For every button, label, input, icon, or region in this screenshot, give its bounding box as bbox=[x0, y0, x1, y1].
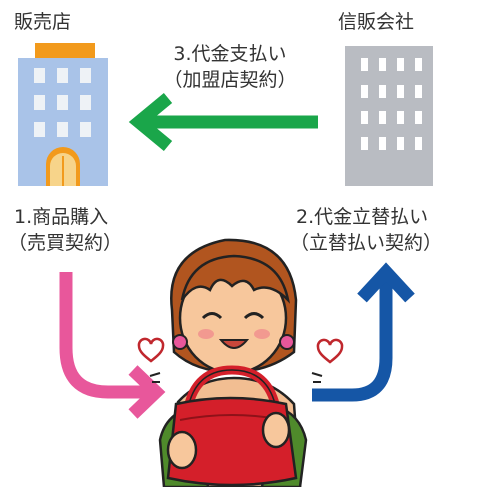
credit-company-label: 信販会社 bbox=[338, 11, 415, 33]
payment-to-seller-step: 3.代金支払い （加盟店契約） bbox=[130, 41, 330, 93]
advance-payment-step-title: 2.代金立替払い bbox=[296, 206, 429, 228]
advance-payment-arrow bbox=[312, 262, 415, 402]
payment-to-seller-step-title: 3.代金支払い bbox=[173, 43, 287, 65]
heart-icon bbox=[316, 338, 344, 364]
purchase-arrow bbox=[59, 272, 166, 419]
credit-company-building-icon bbox=[345, 46, 433, 186]
purchase-step-title: 1.商品購入 bbox=[14, 206, 109, 228]
sparkle-marks bbox=[149, 372, 323, 383]
heart-icon bbox=[137, 337, 165, 363]
seller-building-icon bbox=[18, 43, 108, 186]
customer-illustration bbox=[158, 238, 308, 487]
purchase-step-contract: （売買契約） bbox=[8, 232, 123, 254]
advance-payment-step-contract: （立替払い契約） bbox=[290, 232, 443, 254]
seller-label: 販売店 bbox=[14, 11, 72, 33]
payment-to-seller-step-contract: （加盟店契約） bbox=[163, 69, 297, 91]
advance-payment-step: 2.代金立替払い （立替払い契約） bbox=[290, 204, 442, 256]
handbag-icon bbox=[166, 396, 298, 487]
purchase-step: 1.商品購入 （売買契約） bbox=[8, 204, 122, 256]
payment-to-seller-arrow bbox=[128, 92, 318, 152]
